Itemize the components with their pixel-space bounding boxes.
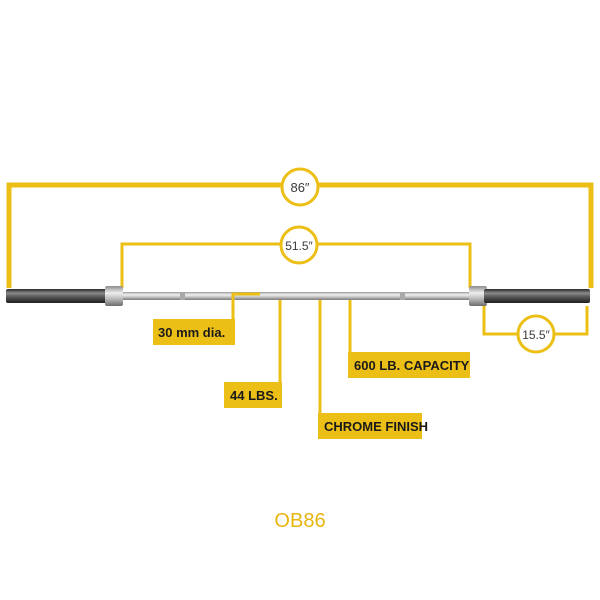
barbell <box>6 286 590 306</box>
model-number: OB86 <box>274 510 325 532</box>
weight-text: 44 LBS. <box>230 388 278 403</box>
right-sleeve <box>484 289 590 303</box>
callout-leaders <box>231 292 352 413</box>
right-collar <box>469 286 487 306</box>
inner-length-label: 51.5″ <box>285 239 313 253</box>
capacity-callout <box>348 352 470 378</box>
capacity-text: 600 LB. CAPACITY <box>354 358 470 373</box>
left-sleeve <box>6 289 108 303</box>
sleeve-length-badge <box>516 314 556 354</box>
finish-callout <box>318 413 422 439</box>
diameter-callout <box>153 319 235 345</box>
total-length-badge <box>280 167 320 207</box>
bar-shaft <box>118 292 474 300</box>
finish-text: CHROME FINISH <box>324 419 428 434</box>
diameter-text: 30 mm dia. <box>158 325 225 340</box>
sleeve-length-label: 15.5″ <box>522 328 550 342</box>
bar-knurling-mark <box>180 292 185 300</box>
weight-callout <box>224 382 282 408</box>
diameter-leader <box>231 292 260 320</box>
inner-length-badge <box>279 225 319 265</box>
left-collar <box>105 286 123 306</box>
bar-knurling-mark <box>400 292 405 300</box>
total-length-label: 86″ <box>290 180 309 195</box>
